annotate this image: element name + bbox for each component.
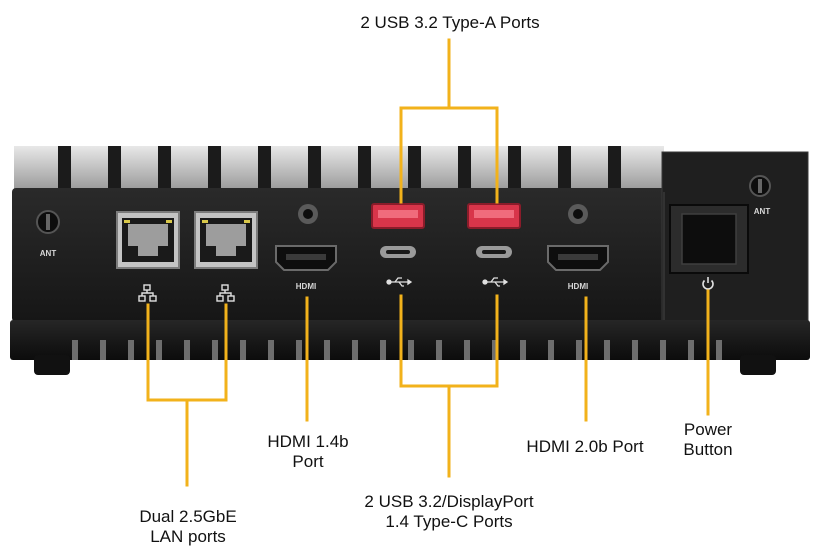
hdmi-label-right: HDMI bbox=[568, 282, 588, 291]
usb-type-c-label-line-2: 1.4 Type-C Ports bbox=[385, 512, 513, 531]
usb-type-a-label: 2 USB 3.2 Type-A Ports bbox=[360, 13, 540, 32]
lan-leader bbox=[146, 303, 228, 487]
lan-label-line-1: Dual 2.5GbE bbox=[139, 507, 237, 526]
usb-icon bbox=[482, 277, 509, 287]
power-button bbox=[669, 204, 749, 274]
usb-a-leader bbox=[399, 38, 499, 204]
bottom-heatsink-fins bbox=[72, 340, 722, 360]
power-button-callout: Power Button bbox=[660, 420, 756, 460]
left-foot bbox=[34, 355, 70, 375]
hdmi-1.4b-label-line-1: HDMI 1.4b bbox=[267, 432, 349, 451]
usb-type-a-callout: 2 USB 3.2 Type-A Ports bbox=[318, 13, 582, 33]
top-heatsink-fins bbox=[14, 146, 664, 190]
hdmi-2.0b-callout: HDMI 2.0b Port bbox=[500, 437, 670, 457]
usb-type-c-port-2 bbox=[476, 246, 512, 258]
audio-jack-left bbox=[298, 204, 318, 224]
power-label-line-2: Button bbox=[683, 440, 733, 459]
lan-port-2 bbox=[194, 211, 258, 269]
power-label-line-1: Power bbox=[683, 420, 733, 439]
hdmi-label-left: HDMI bbox=[296, 282, 316, 291]
ant-label-right: ANT bbox=[754, 207, 771, 216]
ant-label-left: ANT bbox=[40, 249, 57, 258]
usb-icon bbox=[386, 277, 413, 287]
network-icon bbox=[216, 284, 235, 302]
hdmi-1.4b-port bbox=[275, 245, 337, 271]
right-foot bbox=[740, 355, 776, 375]
lan-callout: Dual 2.5GbE LAN ports bbox=[108, 507, 268, 547]
lan-label-line-2: LAN ports bbox=[150, 527, 226, 546]
audio-jack-right bbox=[568, 204, 588, 224]
network-icon bbox=[138, 284, 157, 302]
hdmi-2.0b-port bbox=[547, 245, 609, 271]
usb-type-a-port-2 bbox=[467, 203, 521, 229]
hdmi-2.0b-label: HDMI 2.0b Port bbox=[526, 437, 644, 456]
antenna-connector-right bbox=[749, 175, 771, 197]
usb-type-c-port-1 bbox=[380, 246, 416, 258]
lan-port-1 bbox=[116, 211, 180, 269]
usb-type-c-callout: 2 USB 3.2/DisplayPort 1.4 Type-C Ports bbox=[339, 492, 559, 532]
antenna-connector-left bbox=[36, 210, 60, 234]
usb-type-c-label-line-1: 2 USB 3.2/DisplayPort bbox=[364, 492, 534, 511]
power-icon bbox=[702, 277, 714, 290]
leader-lines bbox=[146, 38, 710, 487]
usb-c-leader bbox=[399, 294, 499, 478]
hdmi-1.4b-callout: HDMI 1.4b Port bbox=[240, 432, 376, 472]
usb-type-a-port-1 bbox=[371, 203, 425, 229]
hdmi-1.4b-label-line-2: Port bbox=[292, 452, 324, 471]
